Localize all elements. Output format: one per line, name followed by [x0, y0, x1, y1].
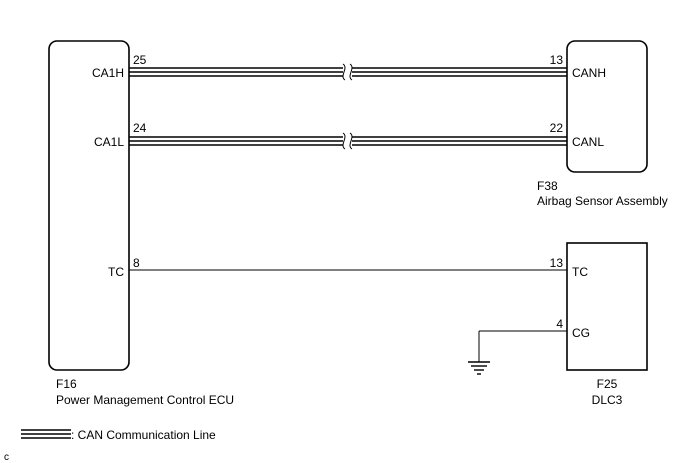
airbag-pin-label-canl: CANL: [572, 135, 604, 149]
airbag-sensor-box: [566, 40, 648, 173]
dlc-pin-number-4: 4: [556, 317, 563, 331]
can-l-break-mark: [342, 132, 353, 150]
ecu-pin-label-tc: TC: [108, 265, 124, 279]
ecu-component-name: Power Management Control ECU: [56, 393, 234, 407]
airbag-connector-id: F38: [537, 179, 558, 193]
dlc3-box: [566, 242, 648, 371]
ground-icon: [468, 361, 490, 375]
dlc-component-name: DLC3: [592, 393, 623, 407]
dlc-connector-id: F25: [597, 377, 618, 391]
can-l-line: [129, 136, 567, 146]
ecu-pin-label-ca1l: CA1L: [94, 135, 124, 149]
can-h-break-mark: [342, 63, 353, 81]
ecu-box: [48, 40, 130, 371]
dlc-pin-label-tc: TC: [572, 265, 588, 279]
ecu-pin-label-ca1h: CA1H: [92, 66, 124, 80]
ecu-pin-number-8: 8: [133, 256, 140, 270]
airbag-component-name: Airbag Sensor Assembly: [537, 194, 668, 208]
airbag-pin-number-22: 22: [550, 121, 564, 135]
ecu-connector-id: F16: [56, 377, 77, 391]
legend-text: : CAN Communication Line: [71, 428, 216, 442]
airbag-pin-number-13: 13: [550, 53, 564, 67]
dlc-pin-number-13: 13: [550, 256, 564, 270]
airbag-pin-label-canh: CANH: [572, 66, 606, 80]
can-h-line: [129, 67, 567, 77]
ecu-pin-number-25: 25: [133, 53, 147, 67]
cg-ground-wire: [478, 330, 567, 362]
legend-can-line-icon: [21, 429, 71, 439]
ecu-pin-number-24: 24: [133, 121, 147, 135]
dlc-pin-label-cg: CG: [572, 326, 590, 340]
corner-mark: c: [4, 452, 9, 463]
